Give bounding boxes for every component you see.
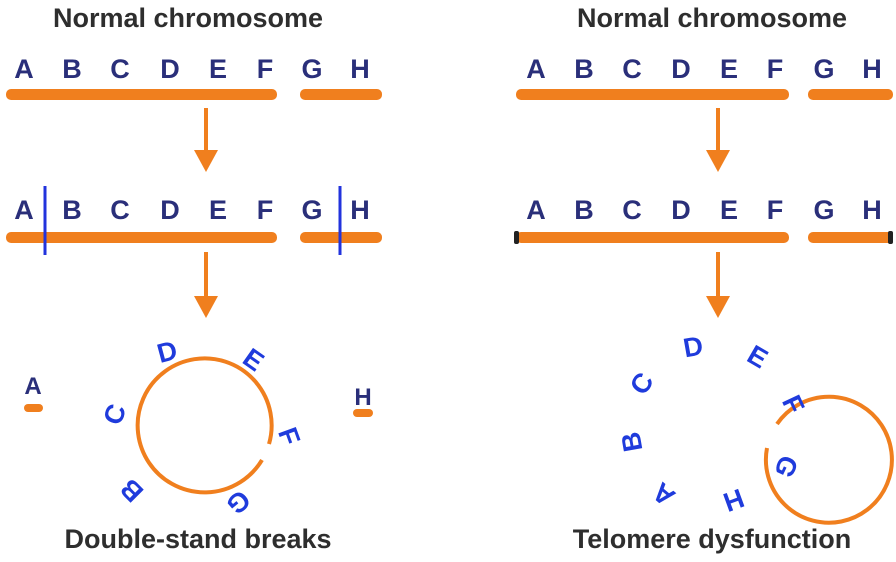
right-caption: Telomere dysfunction: [573, 524, 852, 554]
right-title: Normal chromosome: [577, 3, 847, 33]
left-gene-f: F: [257, 54, 274, 84]
left-broken-long-arm: [6, 232, 277, 243]
right-ring-c: C: [624, 367, 660, 400]
right-tel-gene-a: A: [526, 195, 546, 225]
left-gene-g: G: [301, 54, 322, 84]
right-ring-g: G: [768, 451, 804, 483]
right-telomere-chromosome: [514, 231, 893, 244]
right-telomere-gene-labels: A B C D E F G H: [526, 195, 882, 225]
left-break-gene-f: F: [257, 195, 274, 225]
left-fragment-h-bar: [353, 409, 373, 417]
right-gene-f: F: [767, 54, 784, 84]
right-ring-f: F: [776, 391, 810, 419]
right-gene-h: H: [862, 54, 882, 84]
left-broken-chromosome: [6, 186, 382, 255]
right-ring-chromosome: A B C D E F G H: [616, 331, 894, 525]
right-normal-long-arm: [516, 89, 789, 100]
right-gene-a: A: [526, 54, 546, 84]
left-gene-d: D: [160, 54, 180, 84]
left-normal-chromosome: [6, 89, 382, 100]
right-ring-a: A: [647, 476, 681, 512]
right-ring-d: D: [681, 331, 705, 364]
right-tel-short-arm: [808, 232, 893, 243]
left-fragment-a: A: [24, 373, 43, 412]
right-ring-e: E: [742, 339, 773, 374]
left-normal-short-arm: [300, 89, 382, 100]
left-break-gene-labels: A B C D E F G H: [14, 195, 370, 225]
left-ring-c: C: [98, 400, 133, 429]
left-break-gene-c: C: [110, 195, 130, 225]
right-arrow-1: [706, 108, 730, 172]
left-normal-gene-labels: A B C D E F G H: [14, 54, 370, 84]
right-tel-gene-f: F: [767, 195, 784, 225]
right-gene-d: D: [671, 54, 691, 84]
right-ring-b: B: [616, 430, 649, 454]
right-gene-g: G: [813, 54, 834, 84]
right-gene-e: E: [720, 54, 738, 84]
left-arrow-2: [194, 252, 218, 318]
right-normal-chromosome: [516, 89, 893, 100]
right-gene-c: C: [622, 54, 642, 84]
left-ring-d: D: [154, 335, 181, 369]
left-gene-h: H: [350, 54, 370, 84]
right-normal-short-arm: [808, 89, 893, 100]
left-normal-long-arm: [6, 89, 277, 100]
right-tel-gene-d: D: [671, 195, 691, 225]
right-telomere-cap-left: [514, 231, 519, 244]
left-ring-chromosome: B C D E F G: [98, 335, 306, 521]
right-gene-b: B: [574, 54, 594, 84]
left-fragment-h-label: H: [354, 384, 371, 411]
left-gene-c: C: [110, 54, 130, 84]
left-gene-a: A: [14, 54, 34, 84]
left-fragment-a-bar: [24, 404, 43, 412]
left-arrow-1: [194, 108, 218, 172]
right-normal-gene-labels: A B C D E F G H: [526, 54, 882, 84]
left-ring: [135, 356, 274, 495]
right-tel-long-arm: [516, 232, 789, 243]
left-fragment-h: H: [353, 384, 373, 417]
left-break-gene-b: B: [62, 195, 82, 225]
right-tel-gene-e: E: [720, 195, 738, 225]
left-ring-f: F: [272, 423, 306, 449]
right-tel-gene-b: B: [574, 195, 594, 225]
left-gene-b: B: [62, 54, 82, 84]
left-break-gene-e: E: [209, 195, 227, 225]
left-ring-b: B: [114, 473, 149, 508]
left-fragment-a-label: A: [24, 373, 41, 400]
left-break-gene-d: D: [160, 195, 180, 225]
right-tel-gene-h: H: [862, 195, 882, 225]
left-break-gene-g: G: [301, 195, 322, 225]
left-caption: Double-stand breaks: [64, 524, 331, 554]
left-gene-e: E: [209, 54, 227, 84]
right-tel-gene-c: C: [622, 195, 642, 225]
right-arrow-2: [706, 252, 730, 318]
left-break-gene-a: A: [14, 195, 34, 225]
right-telomere-cap-right: [888, 231, 893, 244]
right-ring: [763, 394, 894, 525]
left-break-gene-h: H: [350, 195, 370, 225]
left-title: Normal chromosome: [53, 3, 323, 33]
right-tel-gene-g: G: [813, 195, 834, 225]
right-ring-h: H: [719, 483, 748, 518]
